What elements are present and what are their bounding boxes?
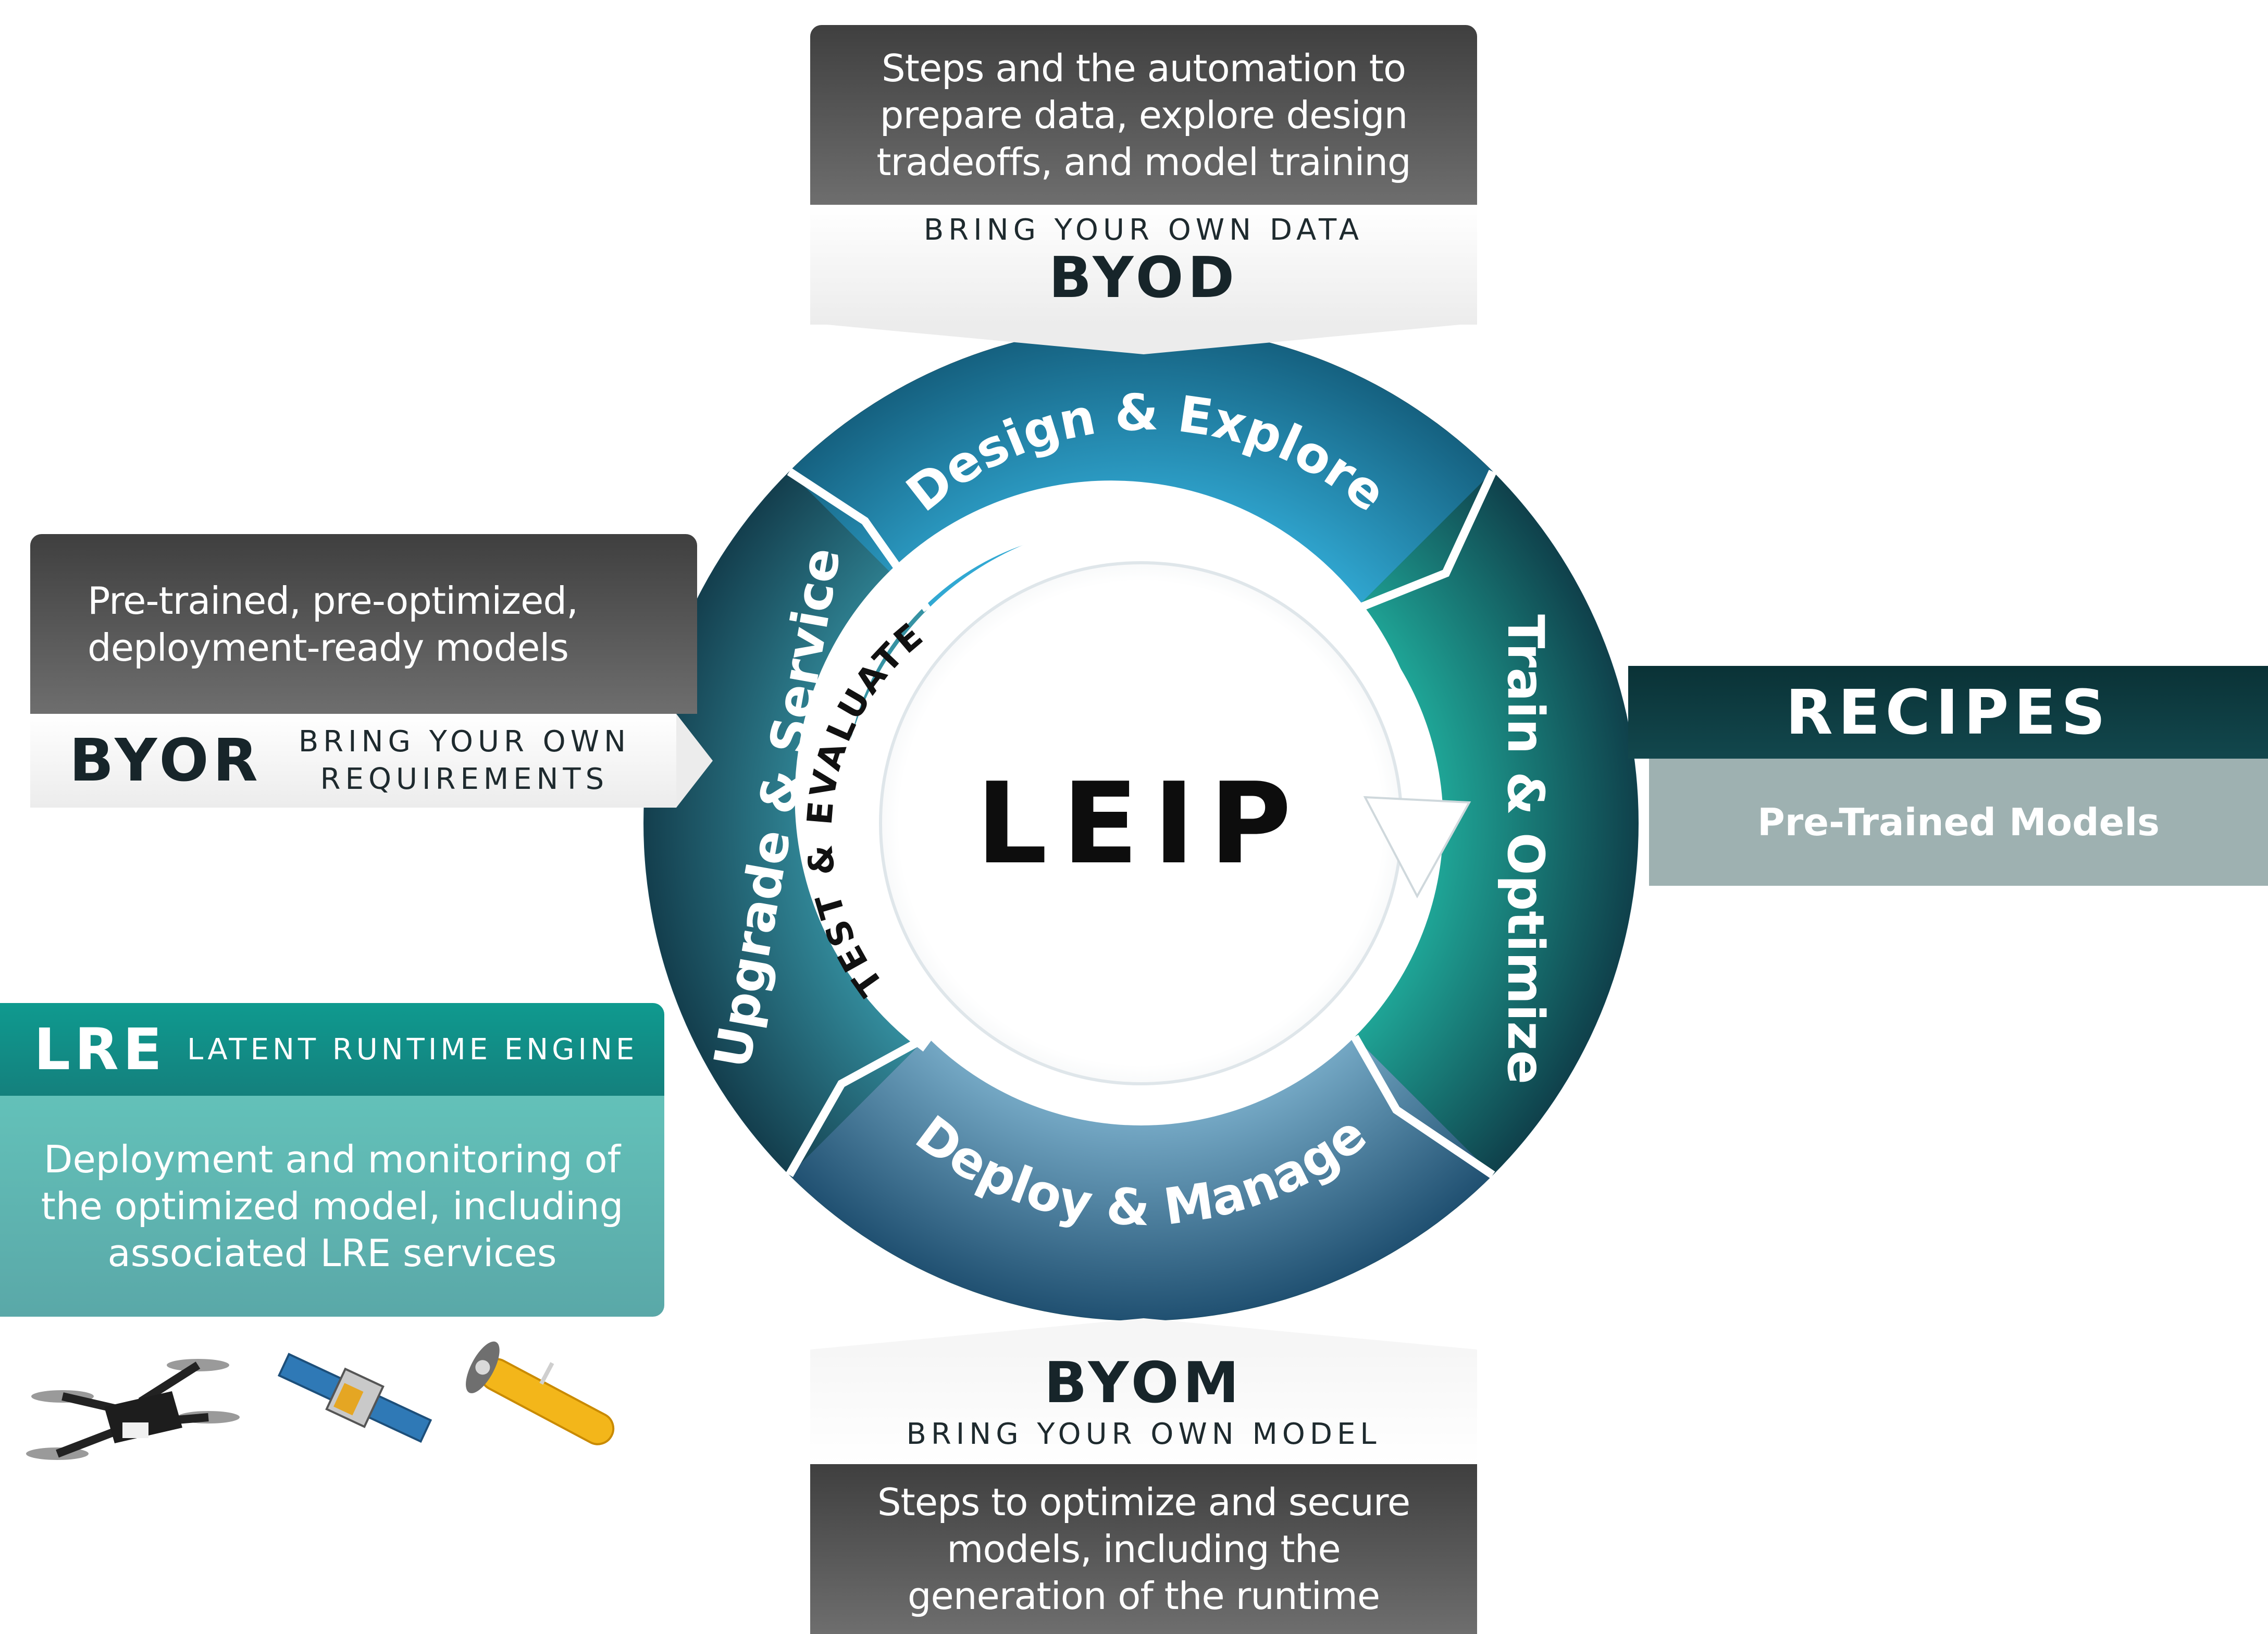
byod-subtitle: BRING YOUR OWN DATA [923,213,1364,247]
byom-description-box: Steps to optimize and secure models, inc… [810,1464,1477,1634]
lre-header: LRE LATENT RUNTIME ENGINE [0,1003,664,1096]
recipes-header: RECIPES [1628,666,2268,759]
segment-label-train-optimize: Train & Optimize [1496,614,1555,1084]
byod-label-box: BRING YOUR OWN DATA BYOD [810,205,1477,325]
segment-deploy-manage [789,1037,1493,1321]
byor-description: Pre-trained, pre-optimized, deployment-r… [88,578,578,670]
byod-pointer [810,323,1477,354]
byor-description-box: Pre-trained, pre-optimized, deployment-r… [30,534,697,714]
recipes-subtitle: Pre-Trained Models [1757,800,2160,844]
underwater-vehicle-icon [466,1341,615,1445]
byom-description: Steps to optimize and secure models, inc… [877,1480,1410,1618]
lre-subtitle: LATENT RUNTIME ENGINE [187,1032,638,1067]
drone-icon [26,1359,240,1460]
segment-train-optimize [1355,472,1639,1175]
cycle-arrow-shaft [795,480,1428,1052]
lre-description: Deployment and monitoring of the optimiz… [41,1137,624,1275]
recipes-body: Pre-Trained Models [1649,759,2268,886]
byom-pointer [810,1318,1477,1350]
byor-subtitle: BRING YOUR OWN REQUIREMENTS [298,725,631,796]
byod-description: Steps and the automation to prepare data… [876,46,1411,184]
byor-title: BYOR [69,727,262,795]
cycle-arrow-head [1363,796,1471,899]
byom-title: BYOM [1044,1351,1244,1416]
byod-title: BYOD [1048,245,1239,311]
byom-subtitle: BRING YOUR OWN MODEL [906,1417,1381,1451]
satellite-icon [277,1353,432,1443]
byor-pointer [676,714,713,808]
byor-label-box: BYOR BRING YOUR OWN REQUIREMENTS [30,714,676,808]
byom-label-box: BYOM BRING YOUR OWN MODEL [810,1350,1477,1464]
recipes-title: RECIPES [1785,676,2111,748]
center-title: LEIP [976,758,1306,889]
lre-body: Deployment and monitoring of the optimiz… [0,1096,664,1317]
lre-title: LRE [34,1016,166,1083]
byod-description-box: Steps and the automation to prepare data… [810,25,1477,205]
